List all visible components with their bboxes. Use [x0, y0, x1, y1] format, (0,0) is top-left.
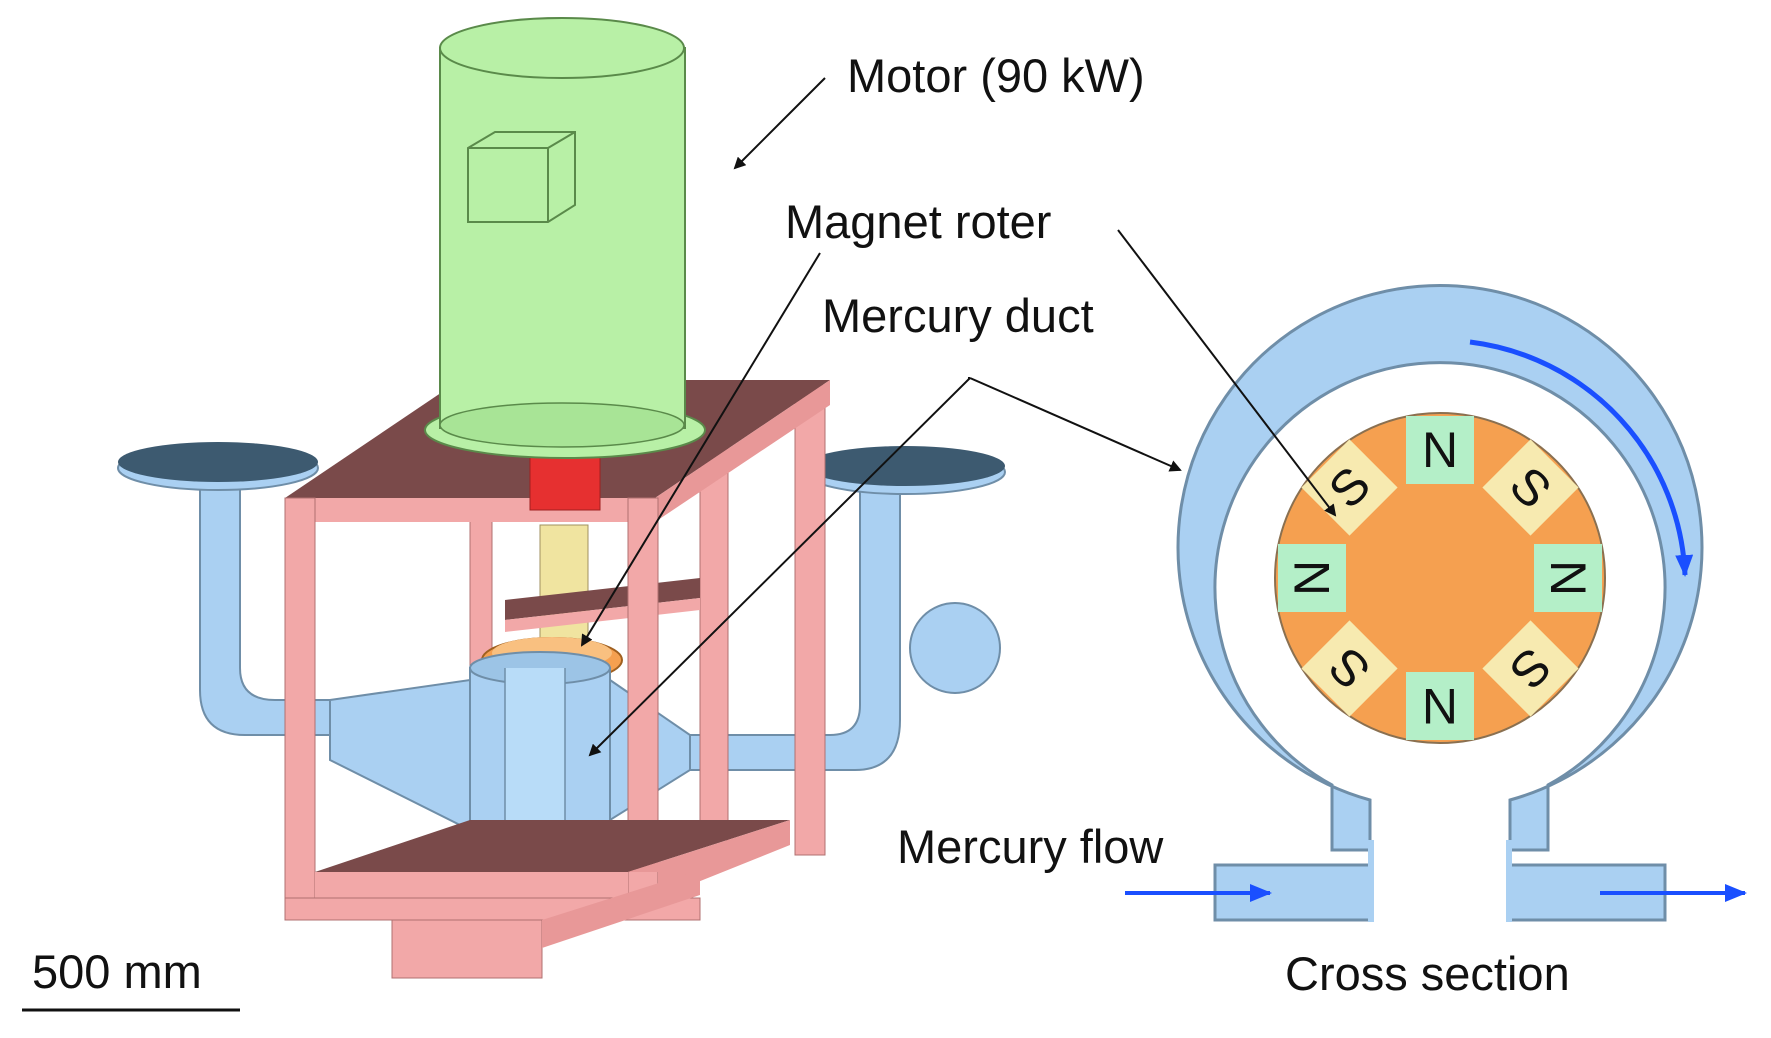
- rotor-pole-letter: N: [1284, 560, 1340, 596]
- leader-motor: [733, 77, 826, 170]
- leader-duct-xs: [969, 377, 1182, 472]
- rotor-pole-block: [1301, 620, 1398, 717]
- frame-front: [284, 497, 790, 979]
- cross-section-label: Cross section: [1285, 947, 1570, 1000]
- rotor-pole-block: [1534, 544, 1602, 612]
- rotor-pole-2: N: [1534, 544, 1602, 612]
- shaft-coupling: [529, 454, 601, 511]
- rotor-pole-block: [1278, 544, 1346, 612]
- left-tank: [117, 442, 331, 736]
- magnet-rotor-label: Magnet roter: [785, 195, 1051, 248]
- rotor-pole-block: [1406, 416, 1474, 484]
- leader-rotor-xs: [1117, 229, 1337, 517]
- leader-rotor-3d: [580, 252, 821, 647]
- rotor-pole-3: S: [1482, 620, 1579, 717]
- leader-lines: [580, 77, 1337, 757]
- motor: [424, 17, 706, 459]
- rotor-pole-block: [1482, 439, 1579, 536]
- rotor-pole-1: S: [1482, 439, 1579, 536]
- rotor-pole-letter: N: [1540, 560, 1596, 596]
- leader-duct-3d: [588, 377, 971, 757]
- rotor-pole-letter: N: [1422, 422, 1458, 478]
- pump-assembly: [117, 17, 1006, 979]
- rotor-pole-4: N: [1406, 672, 1474, 740]
- scale-bar-label: 500 mm: [32, 945, 202, 998]
- motor-label: Motor (90 kW): [847, 49, 1145, 102]
- flow-arrow-circulation: [1469, 339, 1694, 577]
- rotor-pole-6: N: [1278, 544, 1346, 612]
- rotor-pole-letter: N: [1422, 678, 1458, 734]
- rotor-pole-block: [1406, 672, 1474, 740]
- rotor-pole-0: N: [1406, 416, 1474, 484]
- rotor-pole-block: [1482, 620, 1579, 717]
- mercury-duct-label: Mercury duct: [822, 289, 1094, 342]
- mercury-flow-label: Mercury flow: [897, 820, 1164, 873]
- inner-shaft: [505, 524, 700, 646]
- omega-duct: [1176, 284, 1704, 852]
- rotor-pole-5: S: [1301, 620, 1398, 717]
